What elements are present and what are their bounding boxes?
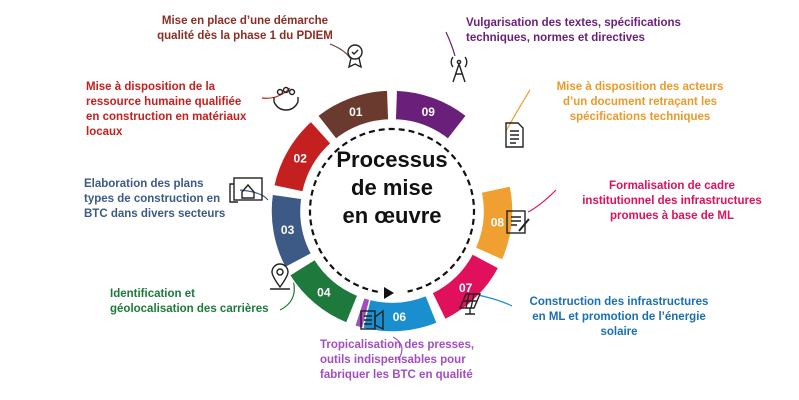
cycle-arrowhead <box>384 287 394 299</box>
step-label-04: Identification et géolocalisation des ca… <box>110 288 269 315</box>
cycle-arrow <box>308 127 476 293</box>
step-segment-01 <box>316 89 390 141</box>
step-segment-04 <box>288 258 359 325</box>
step-number-06: 06 <box>393 310 407 324</box>
center-title-line-1: Processus <box>336 147 447 172</box>
step-segment-09 <box>394 89 468 141</box>
step-number-01: 01 <box>349 105 363 119</box>
step-label-01: Mise en place d’une démarche qualité dès… <box>157 15 333 42</box>
center-circle <box>302 121 482 301</box>
step-label-03: Elaboration des plans types de construct… <box>84 178 226 220</box>
step-number-09: 09 <box>422 105 436 119</box>
center-title-line-3: en œuvre <box>342 203 441 228</box>
connector-05 <box>392 336 403 361</box>
step-number-07: 07 <box>459 281 473 295</box>
step-number-08: 08 <box>491 216 505 230</box>
signed-contract-icon <box>506 210 530 234</box>
step-number-03: 03 <box>281 223 295 237</box>
step-label-02: Mise à disposition de la ressource humai… <box>86 81 247 138</box>
step-number-04: 04 <box>317 286 331 300</box>
blueprint-house-icon <box>229 177 263 203</box>
map-pin-icon <box>270 263 290 290</box>
press-machine-icon <box>360 309 384 331</box>
step-number-02: 02 <box>294 152 308 166</box>
document-icon <box>505 122 524 148</box>
solar-panel-icon <box>458 293 482 315</box>
step-label-09: Vulgarisation des textes, spécifications… <box>466 17 681 44</box>
step-label-08: Mise à disposition des acteurs d’un docu… <box>556 81 724 123</box>
step-segment-06 <box>361 294 439 333</box>
step-label-07: Formalisation de cadre institutionnel de… <box>582 180 762 222</box>
broadcast-tower-icon <box>450 56 468 83</box>
step-segment-02 <box>272 120 333 193</box>
center-title-line-2: de mise <box>351 175 433 200</box>
step-segment-07 <box>430 252 500 321</box>
step-segment-08 <box>474 184 514 262</box>
award-ribbon-icon <box>347 44 363 69</box>
step-label-05: Tropicalisation des presses, outils indi… <box>320 339 475 381</box>
connector-09 <box>445 31 456 57</box>
people-hands-icon <box>273 86 299 111</box>
step-label-06: Construction des infrastructures en ML e… <box>529 296 709 338</box>
step-segment-03 <box>270 193 313 269</box>
connector-06 <box>477 294 513 307</box>
connector-08 <box>505 89 531 132</box>
connector-01 <box>329 43 351 59</box>
connector-07 <box>527 189 557 213</box>
